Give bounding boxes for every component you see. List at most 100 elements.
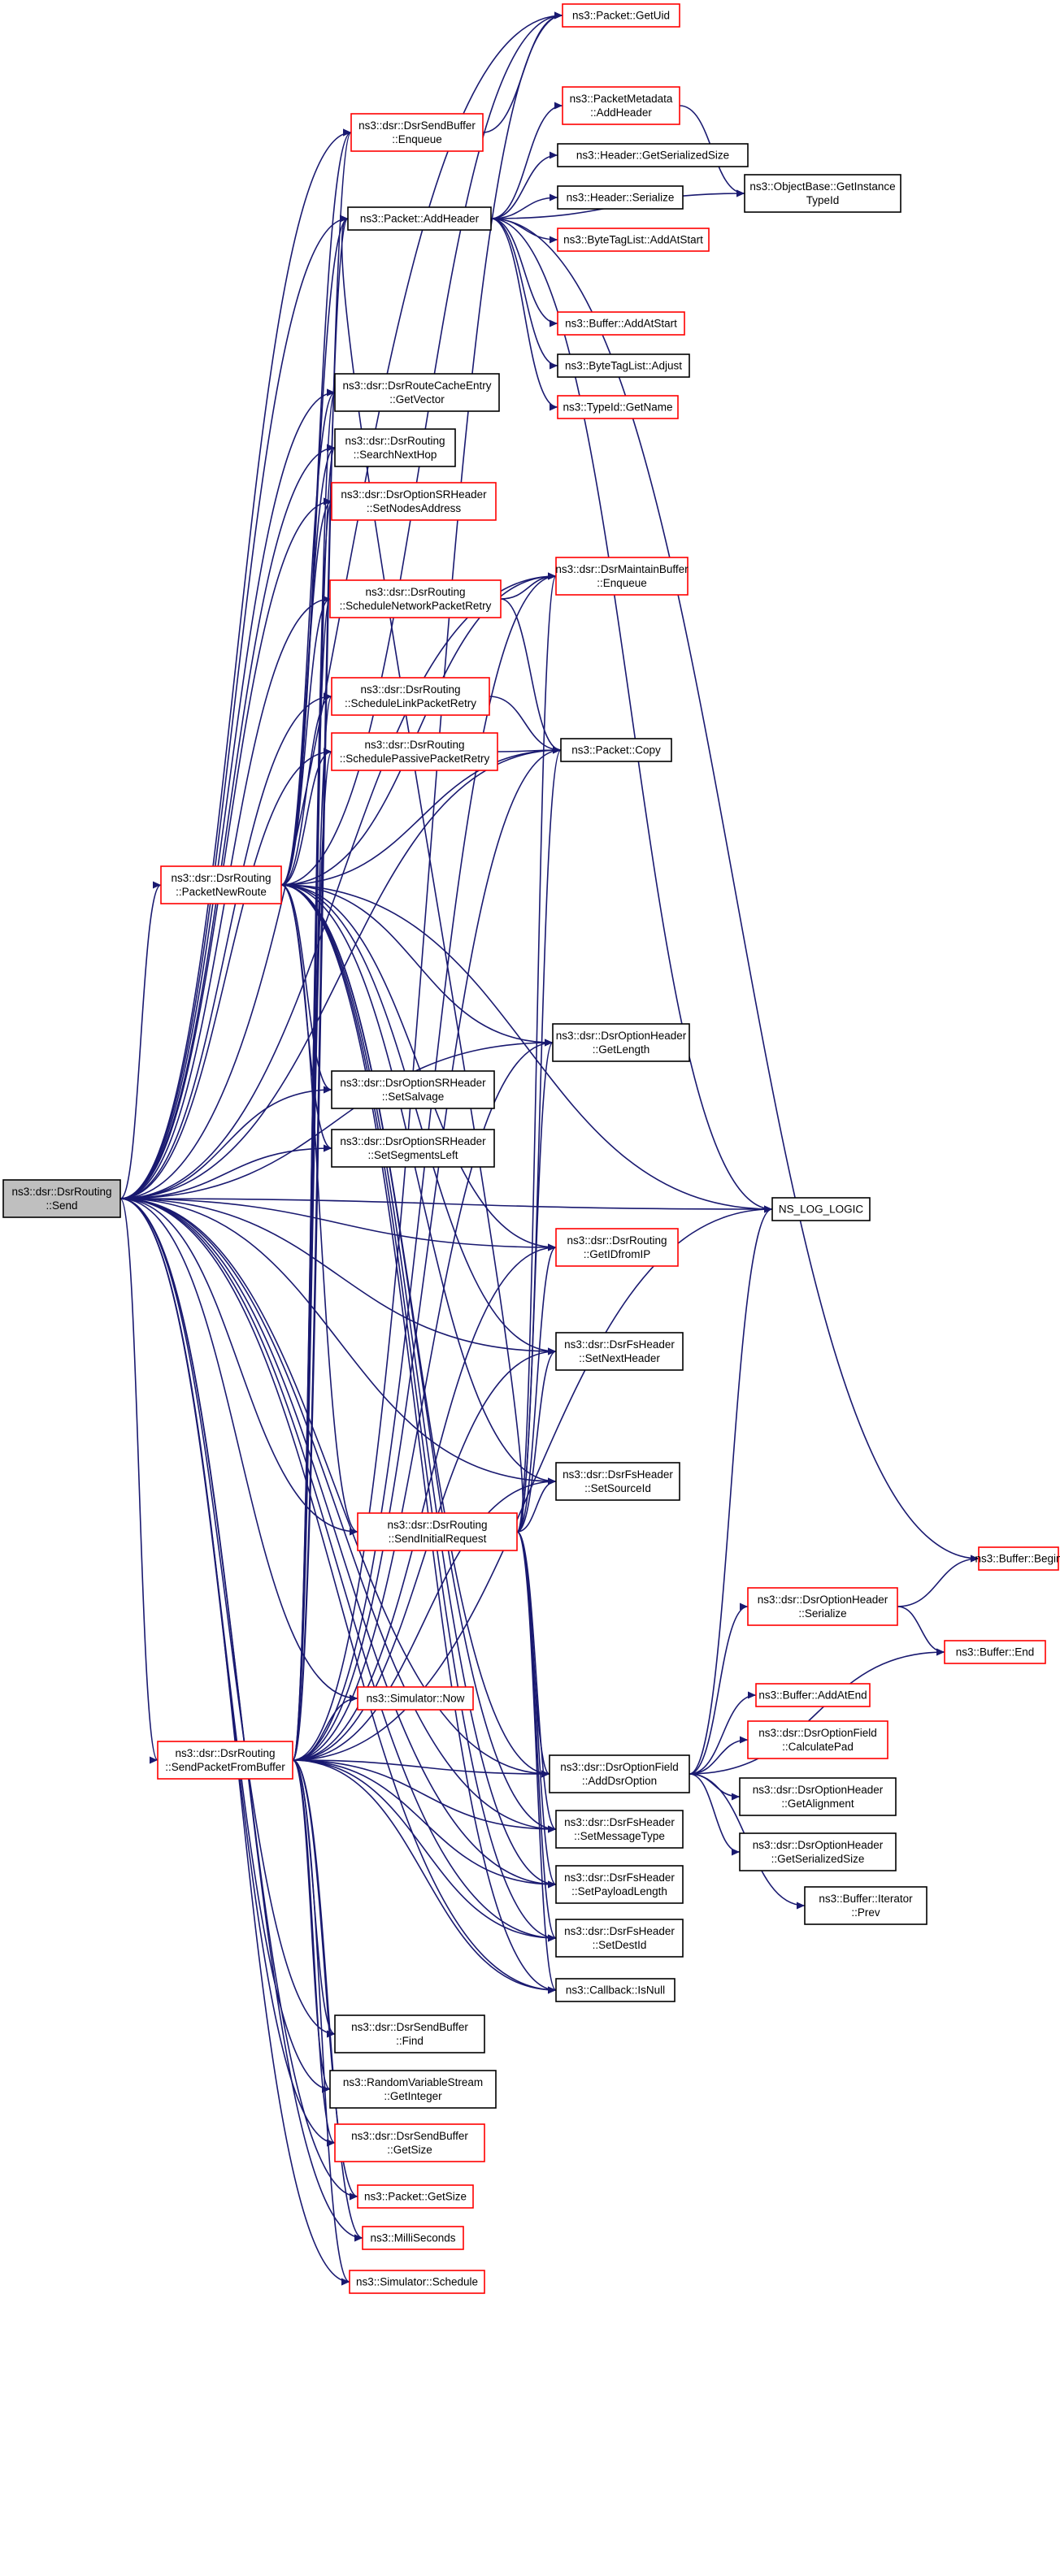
node-bytetaglist_addatstart[interactable]: ns3::ByteTagList::AddAtStart: [557, 228, 710, 252]
node-box-ns_log_logic: [771, 1197, 871, 1221]
edge-packet_addheader-to-buffer_begin: [490, 218, 980, 1563]
edge-sendinitialrequest-to-callback_isnull: [516, 1531, 557, 1994]
edge-schedulelinkpacketretry-to-packet_copy: [489, 696, 562, 754]
node-optionfield_calculatepad[interactable]: ns3::dsr::DsrOptionField::CalculatePad: [747, 1720, 888, 1759]
node-label-bytetaglist_adjust-line-0: ns3::ByteTagList::Adjust: [565, 360, 682, 372]
edge-send-to-optionheader_getlength: [119, 1039, 554, 1199]
node-label-randomvariablestream_getinteger-line-0: ns3::RandomVariableStream: [343, 2076, 483, 2088]
node-label-schedulenetworkpacketretry-line-1: ::ScheduleNetworkPacketRetry: [340, 600, 492, 612]
node-packetmetadata_addheader[interactable]: ns3::PacketMetadata::AddHeader: [562, 86, 680, 125]
node-box-send: [2, 1179, 121, 1218]
node-packet_copy[interactable]: ns3::Packet::Copy: [560, 738, 672, 762]
node-maintainbuffer_enqueue[interactable]: ns3::dsr::DsrMaintainBuffer::Enqueue: [555, 557, 689, 596]
node-buffer_addatstart[interactable]: ns3::Buffer::AddAtStart: [557, 311, 685, 336]
node-box-searchnexthop: [334, 428, 456, 467]
node-fsheader_setpayloadlength[interactable]: ns3::dsr::DsrFsHeader::SetPayloadLength: [555, 1865, 684, 1904]
node-getidfromip[interactable]: ns3::dsr::DsrRouting::GetIDfromIP: [555, 1228, 679, 1267]
edge-packetnewroute-to-fsheader_setnextheader: [280, 884, 557, 1355]
node-sendbuffer_find[interactable]: ns3::dsr::DsrSendBuffer::Find: [334, 2014, 485, 2053]
node-buffer_addatend[interactable]: ns3::Buffer::AddAtEnd: [755, 1683, 871, 1707]
node-box-maintainbuffer_enqueue: [555, 557, 689, 596]
node-label-optionheader_getlength-line-1: ::GetLength: [593, 1043, 650, 1056]
node-fsheader_setdestid[interactable]: ns3::dsr::DsrFsHeader::SetDestId: [555, 1919, 684, 1958]
edge-sendpacketfrombuffer-to-ns_log_logic: [292, 1205, 773, 1761]
node-label-sendinitialrequest-line-1: ::SendInitialRequest: [389, 1533, 487, 1545]
node-schedulepassivepacketretry[interactable]: ns3::dsr::DsrRouting::SchedulePassivePac…: [331, 732, 498, 771]
node-box-optionheader_serialize: [747, 1587, 898, 1626]
node-routecacheentry_getvector[interactable]: ns3::dsr::DsrRouteCacheEntry::GetVector: [334, 373, 500, 412]
node-simulator_now[interactable]: ns3::Simulator::Now: [357, 1686, 474, 1711]
node-label-searchnexthop-line-0: ns3::dsr::DsrRouting: [345, 435, 445, 447]
node-buffer_iterator_prev[interactable]: ns3::Buffer::Iterator::Prev: [804, 1886, 928, 1925]
edge-send-to-sendpacketfrombuffer: [119, 1198, 159, 1764]
node-schedulelinkpacketretry[interactable]: ns3::dsr::DsrRouting::ScheduleLinkPacket…: [331, 677, 490, 716]
edge-send-to-simulator_schedule: [119, 1198, 350, 2286]
node-label-header_serialize-line-0: ns3::Header::Serialize: [567, 192, 675, 204]
node-header_serialize[interactable]: ns3::Header::Serialize: [557, 185, 684, 210]
node-optionsrheader_setnodesaddress[interactable]: ns3::dsr::DsrOptionSRHeader::SetNodesAdd…: [331, 482, 497, 521]
node-label-schedulepassivepacketretry-line-0: ns3::dsr::DsrRouting: [364, 739, 464, 751]
node-sendpacketfrombuffer[interactable]: ns3::dsr::DsrRouting::SendPacketFromBuff…: [157, 1741, 293, 1780]
node-ns_log_logic[interactable]: NS_LOG_LOGIC: [771, 1197, 871, 1221]
node-box-schedulelinkpacketretry: [331, 677, 490, 716]
node-label-optionheader_serialize-line-0: ns3::dsr::DsrOptionHeader: [758, 1594, 888, 1606]
node-label-objectbase_getinstancetypeid-line-0: ns3::ObjectBase::GetInstance: [749, 180, 895, 193]
node-label-buffer_iterator_prev-line-1: ::Prev: [851, 1906, 880, 1919]
node-fsheader_setsourceid[interactable]: ns3::dsr::DsrFsHeader::SetSourceId: [555, 1462, 680, 1501]
node-milliseconds[interactable]: ns3::MilliSeconds: [362, 2226, 464, 2250]
node-bytetaglist_adjust[interactable]: ns3::ByteTagList::Adjust: [557, 353, 690, 378]
node-box-buffer_addatstart: [557, 311, 685, 336]
node-label-objectbase_getinstancetypeid-line-1: TypeId: [806, 194, 840, 206]
node-packet_getsize[interactable]: ns3::Packet::GetSize: [357, 2184, 474, 2209]
node-box-optionsrheader_setsalvage: [331, 1070, 495, 1109]
node-simulator_schedule[interactable]: ns3::Simulator::Schedule: [349, 2270, 485, 2294]
node-buffer_begin[interactable]: ns3::Buffer::Begin: [975, 1546, 1060, 1571]
node-callback_isnull[interactable]: ns3::Callback::IsNull: [555, 1978, 676, 2002]
node-label-optionfield_calculatepad-line-1: ::CalculatePad: [782, 1741, 854, 1753]
node-optionheader_getalignment[interactable]: ns3::dsr::DsrOptionHeader::GetAlignment: [739, 1777, 897, 1816]
node-sendbuffer_enqueue[interactable]: ns3::dsr::DsrSendBuffer::Enqueue: [350, 113, 484, 152]
node-optionsrheader_setsegmentsleft[interactable]: ns3::dsr::DsrOptionSRHeader::SetSegments…: [331, 1129, 495, 1168]
node-layer: ns3::dsr::DsrRouting::Sendns3::Packet::G…: [2, 3, 1060, 2294]
node-fsheader_setnextheader[interactable]: ns3::dsr::DsrFsHeader::SetNextHeader: [555, 1332, 684, 1371]
node-packet_addheader[interactable]: ns3::Packet::AddHeader: [347, 206, 492, 231]
node-label-schedulenetworkpacketretry-line-0: ns3::dsr::DsrRouting: [365, 586, 465, 598]
edge-send-to-sendinitialrequest: [119, 1198, 358, 1536]
node-randomvariablestream_getinteger[interactable]: ns3::RandomVariableStream::GetInteger: [329, 2070, 497, 2109]
node-box-packet_copy: [560, 738, 672, 762]
node-optionheader_getserializedsize[interactable]: ns3::dsr::DsrOptionHeader::GetSerialized…: [739, 1832, 897, 1871]
node-typeid_getname[interactable]: ns3::TypeId::GetName: [557, 395, 679, 419]
edge-sendpacketfrombuffer-to-maintainbuffer_enqueue: [292, 572, 557, 1761]
node-label-optionsrheader_setsalvage-line-1: ::SetSalvage: [382, 1091, 445, 1103]
node-optionfield_adddsroption[interactable]: ns3::dsr::DsrOptionField::AddDsrOption: [549, 1754, 690, 1793]
node-send[interactable]: ns3::dsr::DsrRouting::Send: [2, 1179, 121, 1218]
edge-sendinitialrequest-to-packet_addheader: [339, 215, 524, 1533]
edge-sendpacketfrombuffer-to-simulator_schedule: [292, 1759, 350, 2286]
node-searchnexthop[interactable]: ns3::dsr::DsrRouting::SearchNextHop: [334, 428, 456, 467]
node-optionheader_serialize[interactable]: ns3::dsr::DsrOptionHeader::Serialize: [747, 1587, 898, 1626]
edge-packetnewroute-to-optionsrheader_setsalvage: [280, 884, 332, 1094]
node-label-optionheader_getserializedsize-line-1: ::GetSerializedSize: [771, 1853, 865, 1865]
node-label-buffer_begin-line-0: ns3::Buffer::Begin: [975, 1553, 1060, 1565]
node-buffer_end[interactable]: ns3::Buffer::End: [944, 1640, 1046, 1664]
node-sendbuffer_getsize[interactable]: ns3::dsr::DsrSendBuffer::GetSize: [334, 2123, 485, 2162]
edge-send-to-getidfromip: [119, 1198, 557, 1251]
node-sendinitialrequest[interactable]: ns3::dsr::DsrRouting::SendInitialRequest: [357, 1512, 518, 1551]
node-packet_getuid[interactable]: ns3::Packet::GetUid: [562, 3, 680, 28]
node-box-schedulenetworkpacketretry: [329, 579, 502, 618]
node-schedulenetworkpacketretry[interactable]: ns3::dsr::DsrRouting::ScheduleNetworkPac…: [329, 579, 502, 618]
node-optionheader_getlength[interactable]: ns3::dsr::DsrOptionHeader::GetLength: [552, 1023, 690, 1062]
node-header_getserializedsize[interactable]: ns3::Header::GetSerializedSize: [557, 143, 749, 167]
edge-sendpacketfrombuffer-to-schedulepassivepacketretry: [292, 748, 332, 1761]
node-label-buffer_end-line-0: ns3::Buffer::End: [956, 1646, 1035, 1659]
node-box-randomvariablestream_getinteger: [329, 2070, 497, 2109]
node-packetnewroute[interactable]: ns3::dsr::DsrRouting::PacketNewRoute: [160, 865, 282, 904]
node-label-sendbuffer_find-line-1: ::Find: [396, 2035, 424, 2047]
node-fsheader_setmessagetype[interactable]: ns3::dsr::DsrFsHeader::SetMessageType: [555, 1810, 684, 1849]
node-label-packetnewroute-line-1: ::PacketNewRoute: [176, 886, 267, 898]
node-label-maintainbuffer_enqueue-line-0: ns3::dsr::DsrMaintainBuffer: [555, 563, 689, 575]
node-optionsrheader_setsalvage[interactable]: ns3::dsr::DsrOptionSRHeader::SetSalvage: [331, 1070, 495, 1109]
node-box-optionsrheader_setnodesaddress: [331, 482, 497, 521]
node-box-schedulepassivepacketretry: [331, 732, 498, 771]
